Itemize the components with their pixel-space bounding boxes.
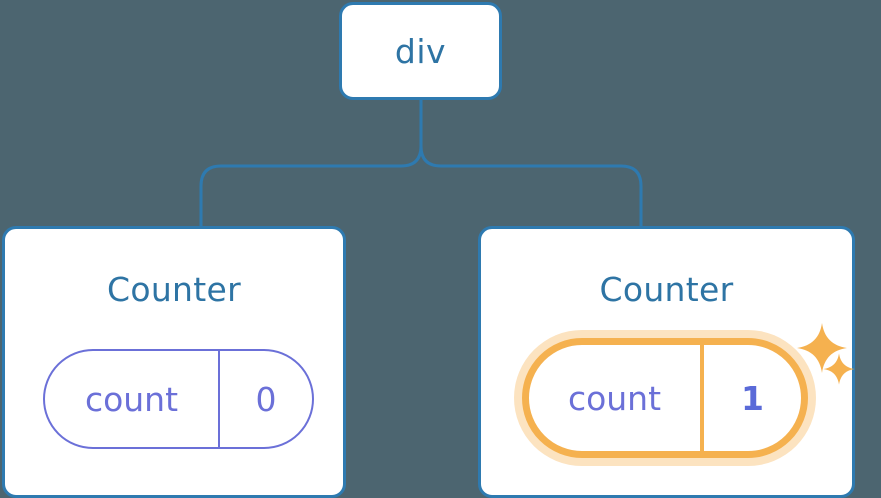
sparkle-icon [823, 353, 855, 385]
node-counter-left[interactable]: Counter count 0 [2, 226, 346, 498]
counter-left-state-pill-wrap: count 0 [43, 349, 314, 449]
state-pill-highlight-glow: count 1 [514, 330, 816, 466]
state-pill-count-0[interactable]: count 0 [43, 349, 314, 449]
state-pill-count-1[interactable]: count 1 [522, 338, 808, 458]
node-div-label: div [394, 31, 447, 71]
counter-right-title: Counter [599, 270, 734, 309]
state-value-label: 1 [741, 378, 764, 418]
state-key-label: count [529, 345, 704, 451]
sparkle-icon [797, 323, 847, 373]
edge-to-counter-left [199, 98, 423, 230]
edge-to-counter-right [419, 98, 643, 230]
counter-left-title: Counter [107, 270, 241, 309]
node-div[interactable]: div [339, 2, 502, 100]
state-value-label: 0 [255, 379, 277, 419]
state-key-label: count [45, 351, 220, 447]
